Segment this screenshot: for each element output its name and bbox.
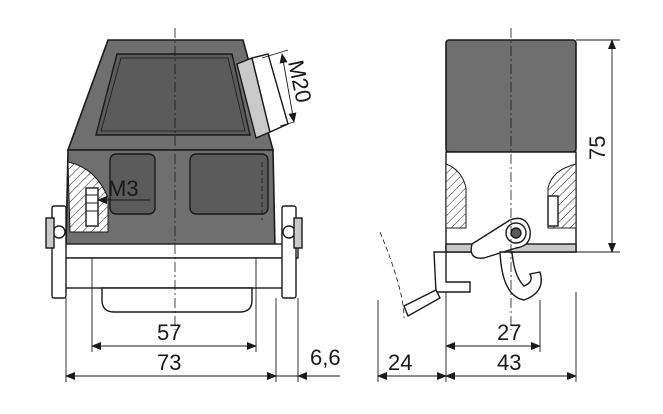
swing-arc <box>379 231 405 319</box>
front-hood-window <box>95 53 251 136</box>
dim-75: 75 <box>585 136 610 160</box>
lever-left <box>45 205 67 299</box>
side-dimensions: 75 27 43 24 <box>377 39 620 382</box>
front-dimensions: M20 M3 57 73 6,6 <box>65 49 341 382</box>
front-view <box>45 28 303 330</box>
side-section-hatch-left <box>445 163 467 229</box>
dim-27: 27 <box>497 320 521 345</box>
front-recess-right <box>189 153 269 215</box>
label-m20: M20 <box>283 58 316 105</box>
label-m3: M3 <box>108 176 139 201</box>
front-base <box>63 257 293 289</box>
front-base-plate <box>57 243 299 259</box>
dim-73: 73 <box>157 350 181 375</box>
side-bracket <box>433 251 471 293</box>
dim-57: 57 <box>157 320 181 345</box>
side-hook <box>499 251 542 301</box>
screw-m3 <box>85 187 99 227</box>
dim-24: 24 <box>388 350 412 375</box>
side-view <box>379 28 577 330</box>
lever-right <box>281 205 303 299</box>
dim-43: 43 <box>497 350 521 375</box>
front-recess-left <box>109 153 156 215</box>
dim-6-6: 6,6 <box>310 345 341 370</box>
m20-leader <box>261 49 289 59</box>
